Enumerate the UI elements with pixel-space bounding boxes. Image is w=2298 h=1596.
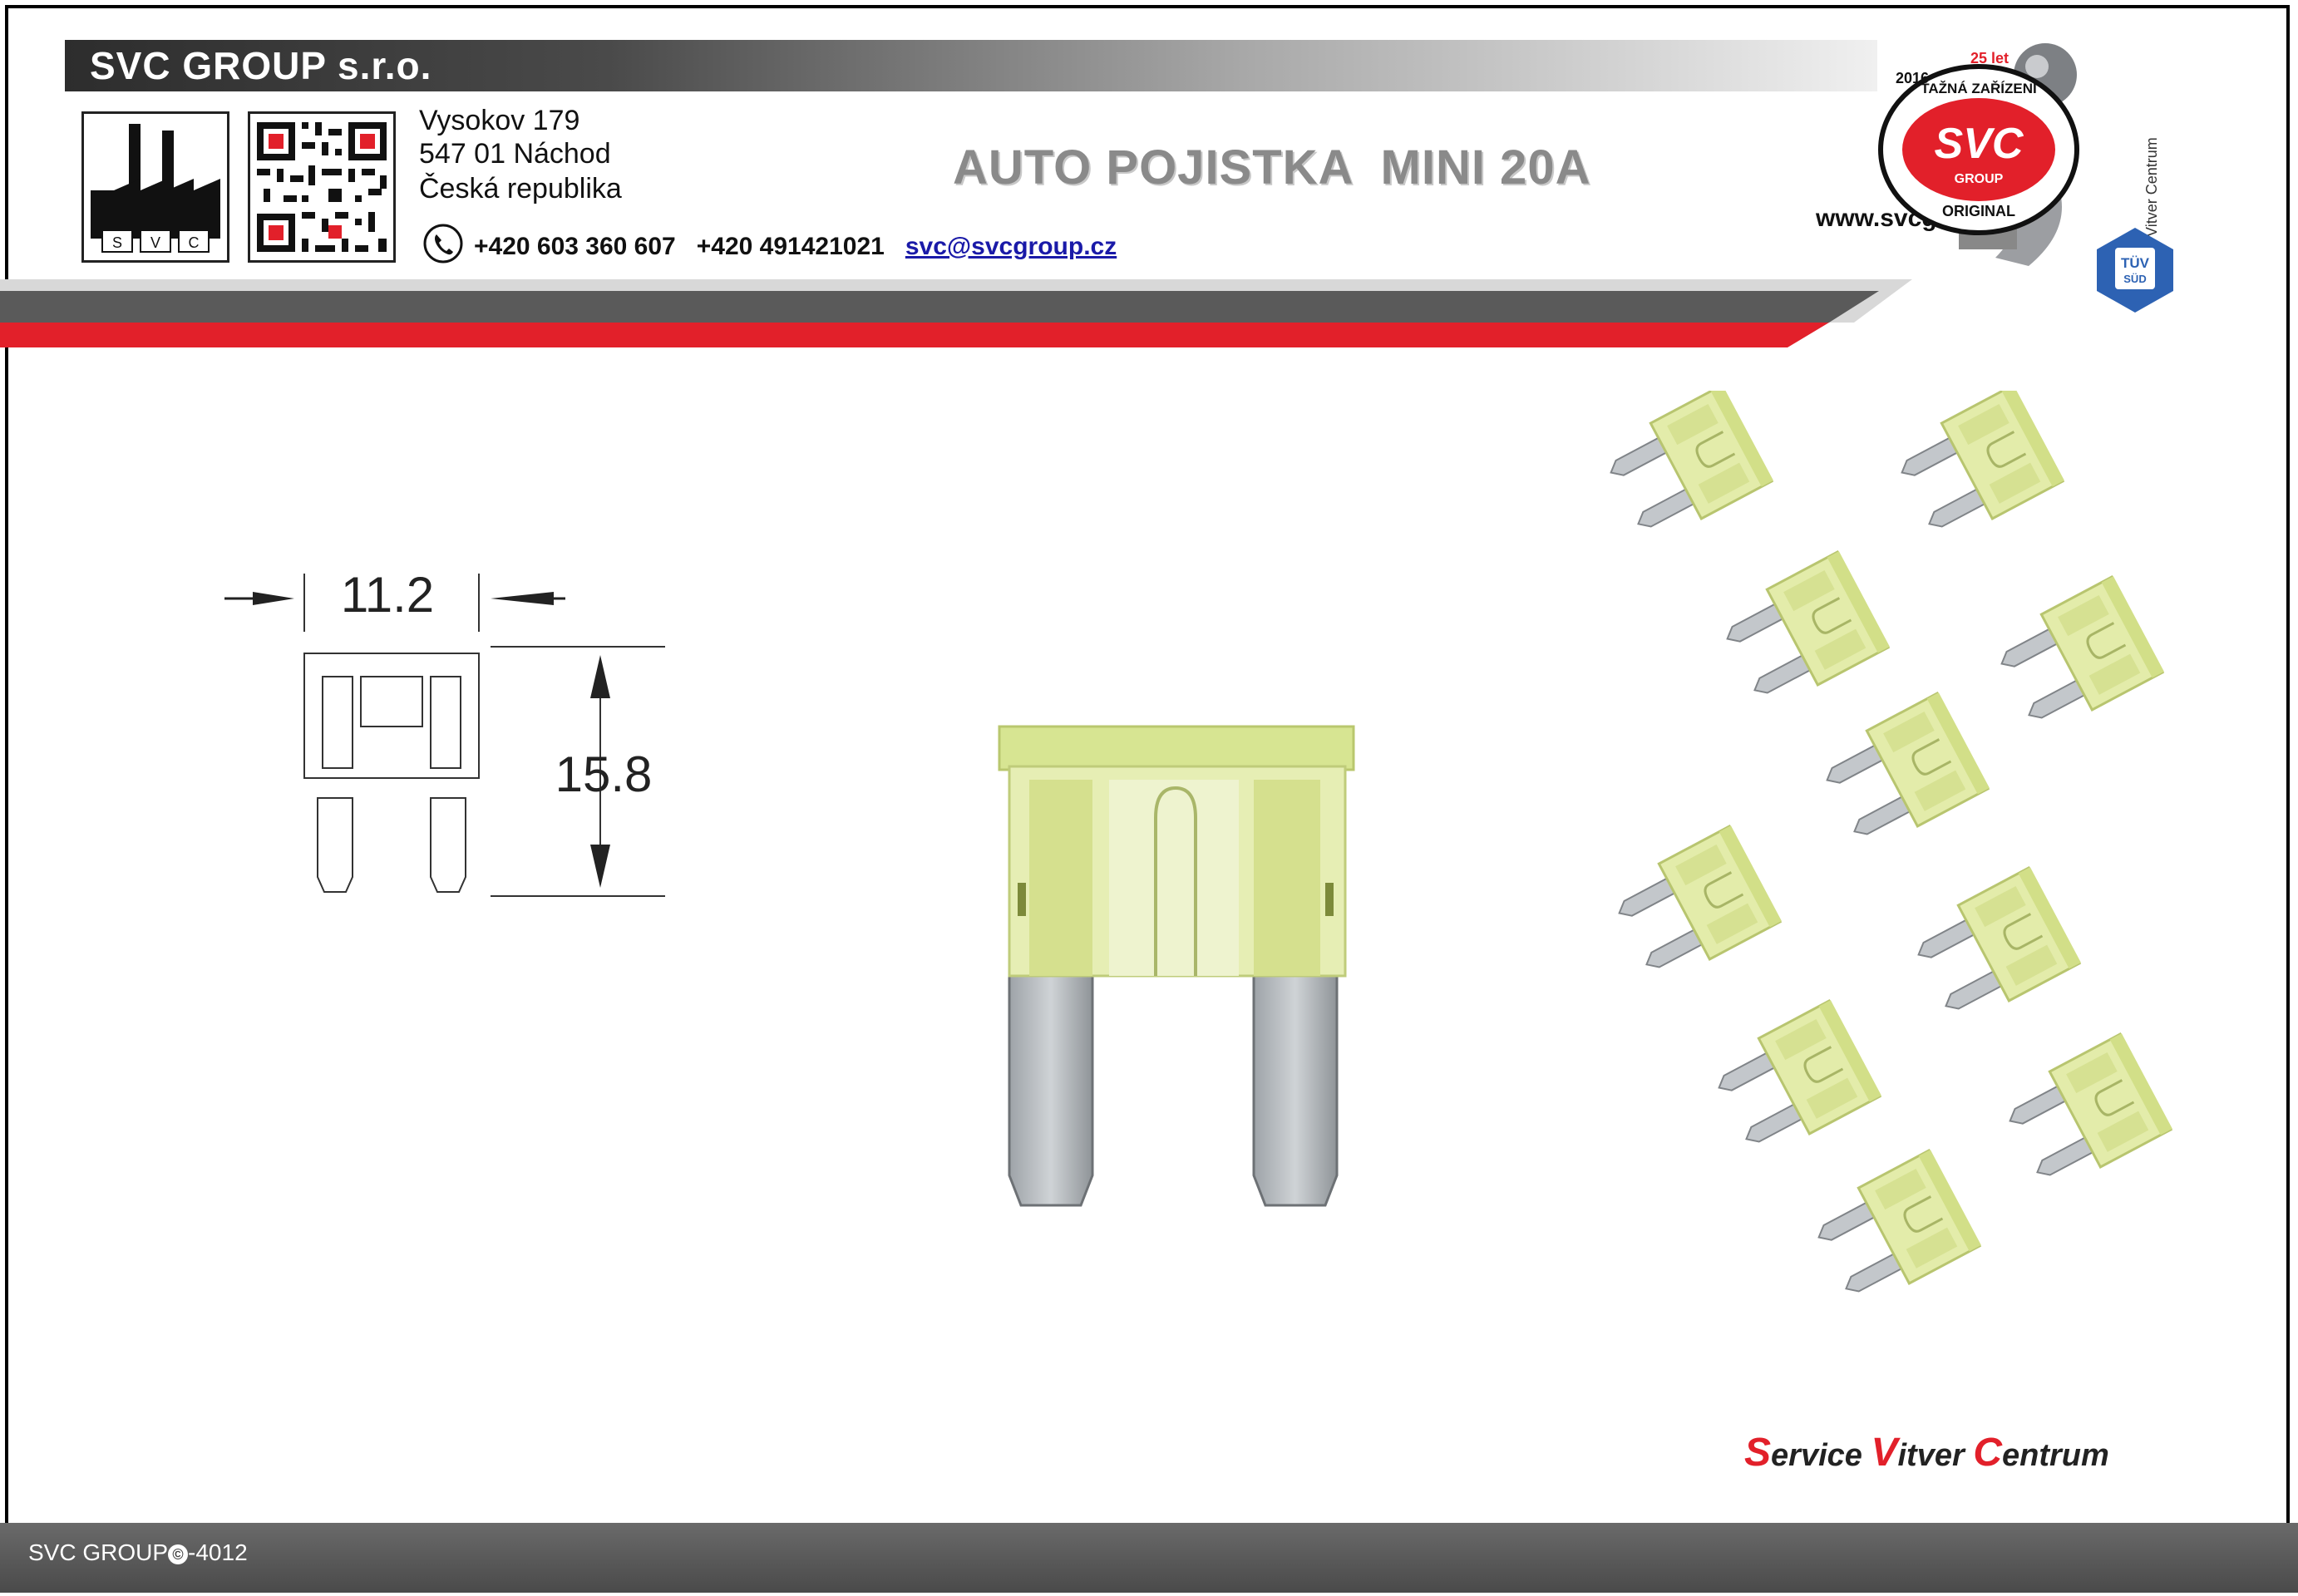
phone-primary[interactable]: +420 603 360 607: [474, 233, 676, 260]
tuv-line1: TÜV: [2121, 255, 2150, 271]
brand-tagline: Service Vitver Centrum: [1744, 1430, 2109, 1475]
tagline-initial-v: V: [1871, 1431, 1898, 1475]
address-country: Česká republika: [419, 173, 622, 204]
qr-code-icon: [257, 122, 387, 252]
address-street: Vysokov 179: [419, 105, 580, 136]
badge-brand: SVC: [1935, 120, 2024, 168]
tuv-sud-badge: TÜV SÜD: [2097, 228, 2173, 313]
badge-anniversary: 25 let: [1970, 50, 2009, 66]
badge-bottom-text: ORIGINAL: [1942, 203, 2015, 219]
tuv-line2: SÜD: [2123, 273, 2146, 285]
footer-code-prefix: SVC GROUP: [28, 1539, 169, 1565]
header-stripes: [0, 279, 1912, 347]
tagline-word-service: ervice: [1771, 1438, 1862, 1473]
tagline-initial-s: S: [1744, 1431, 1772, 1475]
svc-badge-logo: SVC GROUP TAŽNÁ ZAŘÍZENÍ ORIGINAL 2016 2…: [1878, 43, 2160, 283]
fuse-group-image: [1598, 391, 2174, 1313]
tagline-word-vitver: itver: [1897, 1438, 1965, 1473]
company-name: SVC GROUP s.r.o.: [90, 44, 432, 87]
footer-code-suffix: -4012: [188, 1539, 248, 1565]
phone-icon: [423, 224, 463, 264]
tagline-word-centrum: entrum: [2002, 1438, 2109, 1473]
document-title: AUTO POJISTKA MINI 20A: [953, 140, 1591, 195]
footer-bar: [0, 1523, 2298, 1593]
footer-code: SVC GROUP©-4012: [28, 1539, 248, 1566]
phone-secondary[interactable]: +420 491421021: [696, 233, 885, 260]
badge-year: 2016: [1896, 70, 1929, 86]
height-dimension-label: 15.8: [555, 746, 653, 802]
company-bar: [65, 40, 1877, 91]
logo-letter-c: C: [189, 234, 200, 251]
logo-letter-v: V: [150, 234, 160, 251]
fuse-dimension-drawing: 11.2 15.8: [224, 567, 665, 897]
badge-top-text: TAŽNÁ ZAŘÍZENÍ: [1921, 81, 2038, 96]
width-dimension-label: 11.2: [341, 567, 434, 623]
qr-code: [248, 111, 396, 263]
fuse-main-image: [998, 725, 1355, 1207]
email-link[interactable]: svc@svcgroup.cz: [905, 233, 1117, 260]
copyright-icon: ©: [168, 1544, 189, 1564]
address-city: 547 01 Náchod: [419, 138, 611, 170]
logo-letter-s: S: [112, 234, 122, 251]
factory-icon: S V C: [91, 124, 220, 253]
contact-line: +420 603 360 607 +420 491421021 svc@svcg…: [474, 233, 1117, 261]
company-logo: S V C: [81, 111, 229, 263]
badge-group: GROUP: [1955, 172, 2004, 186]
tagline-initial-c: C: [1973, 1431, 2002, 1475]
